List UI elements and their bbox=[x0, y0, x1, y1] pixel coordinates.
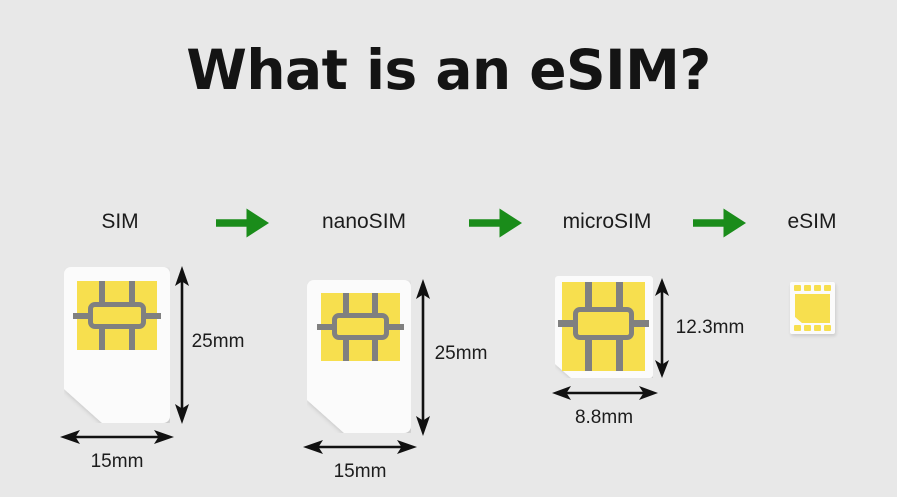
page-title: What is an eSIM? bbox=[186, 38, 711, 102]
width-dimension-label-microsim: 8.8mm bbox=[574, 407, 634, 428]
height-dimension-label-microsim: 12.3mm bbox=[675, 317, 745, 338]
height-dimension-label-sim: 25mm bbox=[191, 331, 245, 352]
height-dimension-arrow-sim bbox=[172, 266, 192, 424]
right-arrow-icon bbox=[693, 206, 747, 240]
width-dimension-arrow-microsim bbox=[552, 383, 658, 403]
width-dimension-label-sim: 15mm bbox=[90, 451, 144, 472]
sim-chip bbox=[558, 282, 649, 371]
width-dimension-arrow-sim bbox=[60, 427, 174, 447]
height-dimension-arrow-microsim bbox=[652, 278, 672, 378]
width-dimension-arrow-nanosim bbox=[303, 437, 417, 457]
esim-package bbox=[790, 282, 835, 334]
step-label-sim: SIM bbox=[101, 210, 139, 233]
esim-die bbox=[795, 294, 830, 323]
height-dimension-arrow-nanosim bbox=[413, 279, 433, 436]
step-label-microsim: microSIM bbox=[562, 210, 652, 233]
step-label-esim: eSIM bbox=[787, 210, 837, 233]
sim-chip bbox=[73, 281, 161, 350]
width-dimension-label-nanosim: 15mm bbox=[333, 461, 387, 482]
right-arrow-icon bbox=[216, 206, 270, 240]
right-arrow-icon bbox=[469, 206, 523, 240]
sim-chip bbox=[317, 293, 404, 361]
step-label-nanosim: nanoSIM bbox=[321, 210, 407, 233]
height-dimension-label-nanosim: 25mm bbox=[434, 343, 488, 364]
